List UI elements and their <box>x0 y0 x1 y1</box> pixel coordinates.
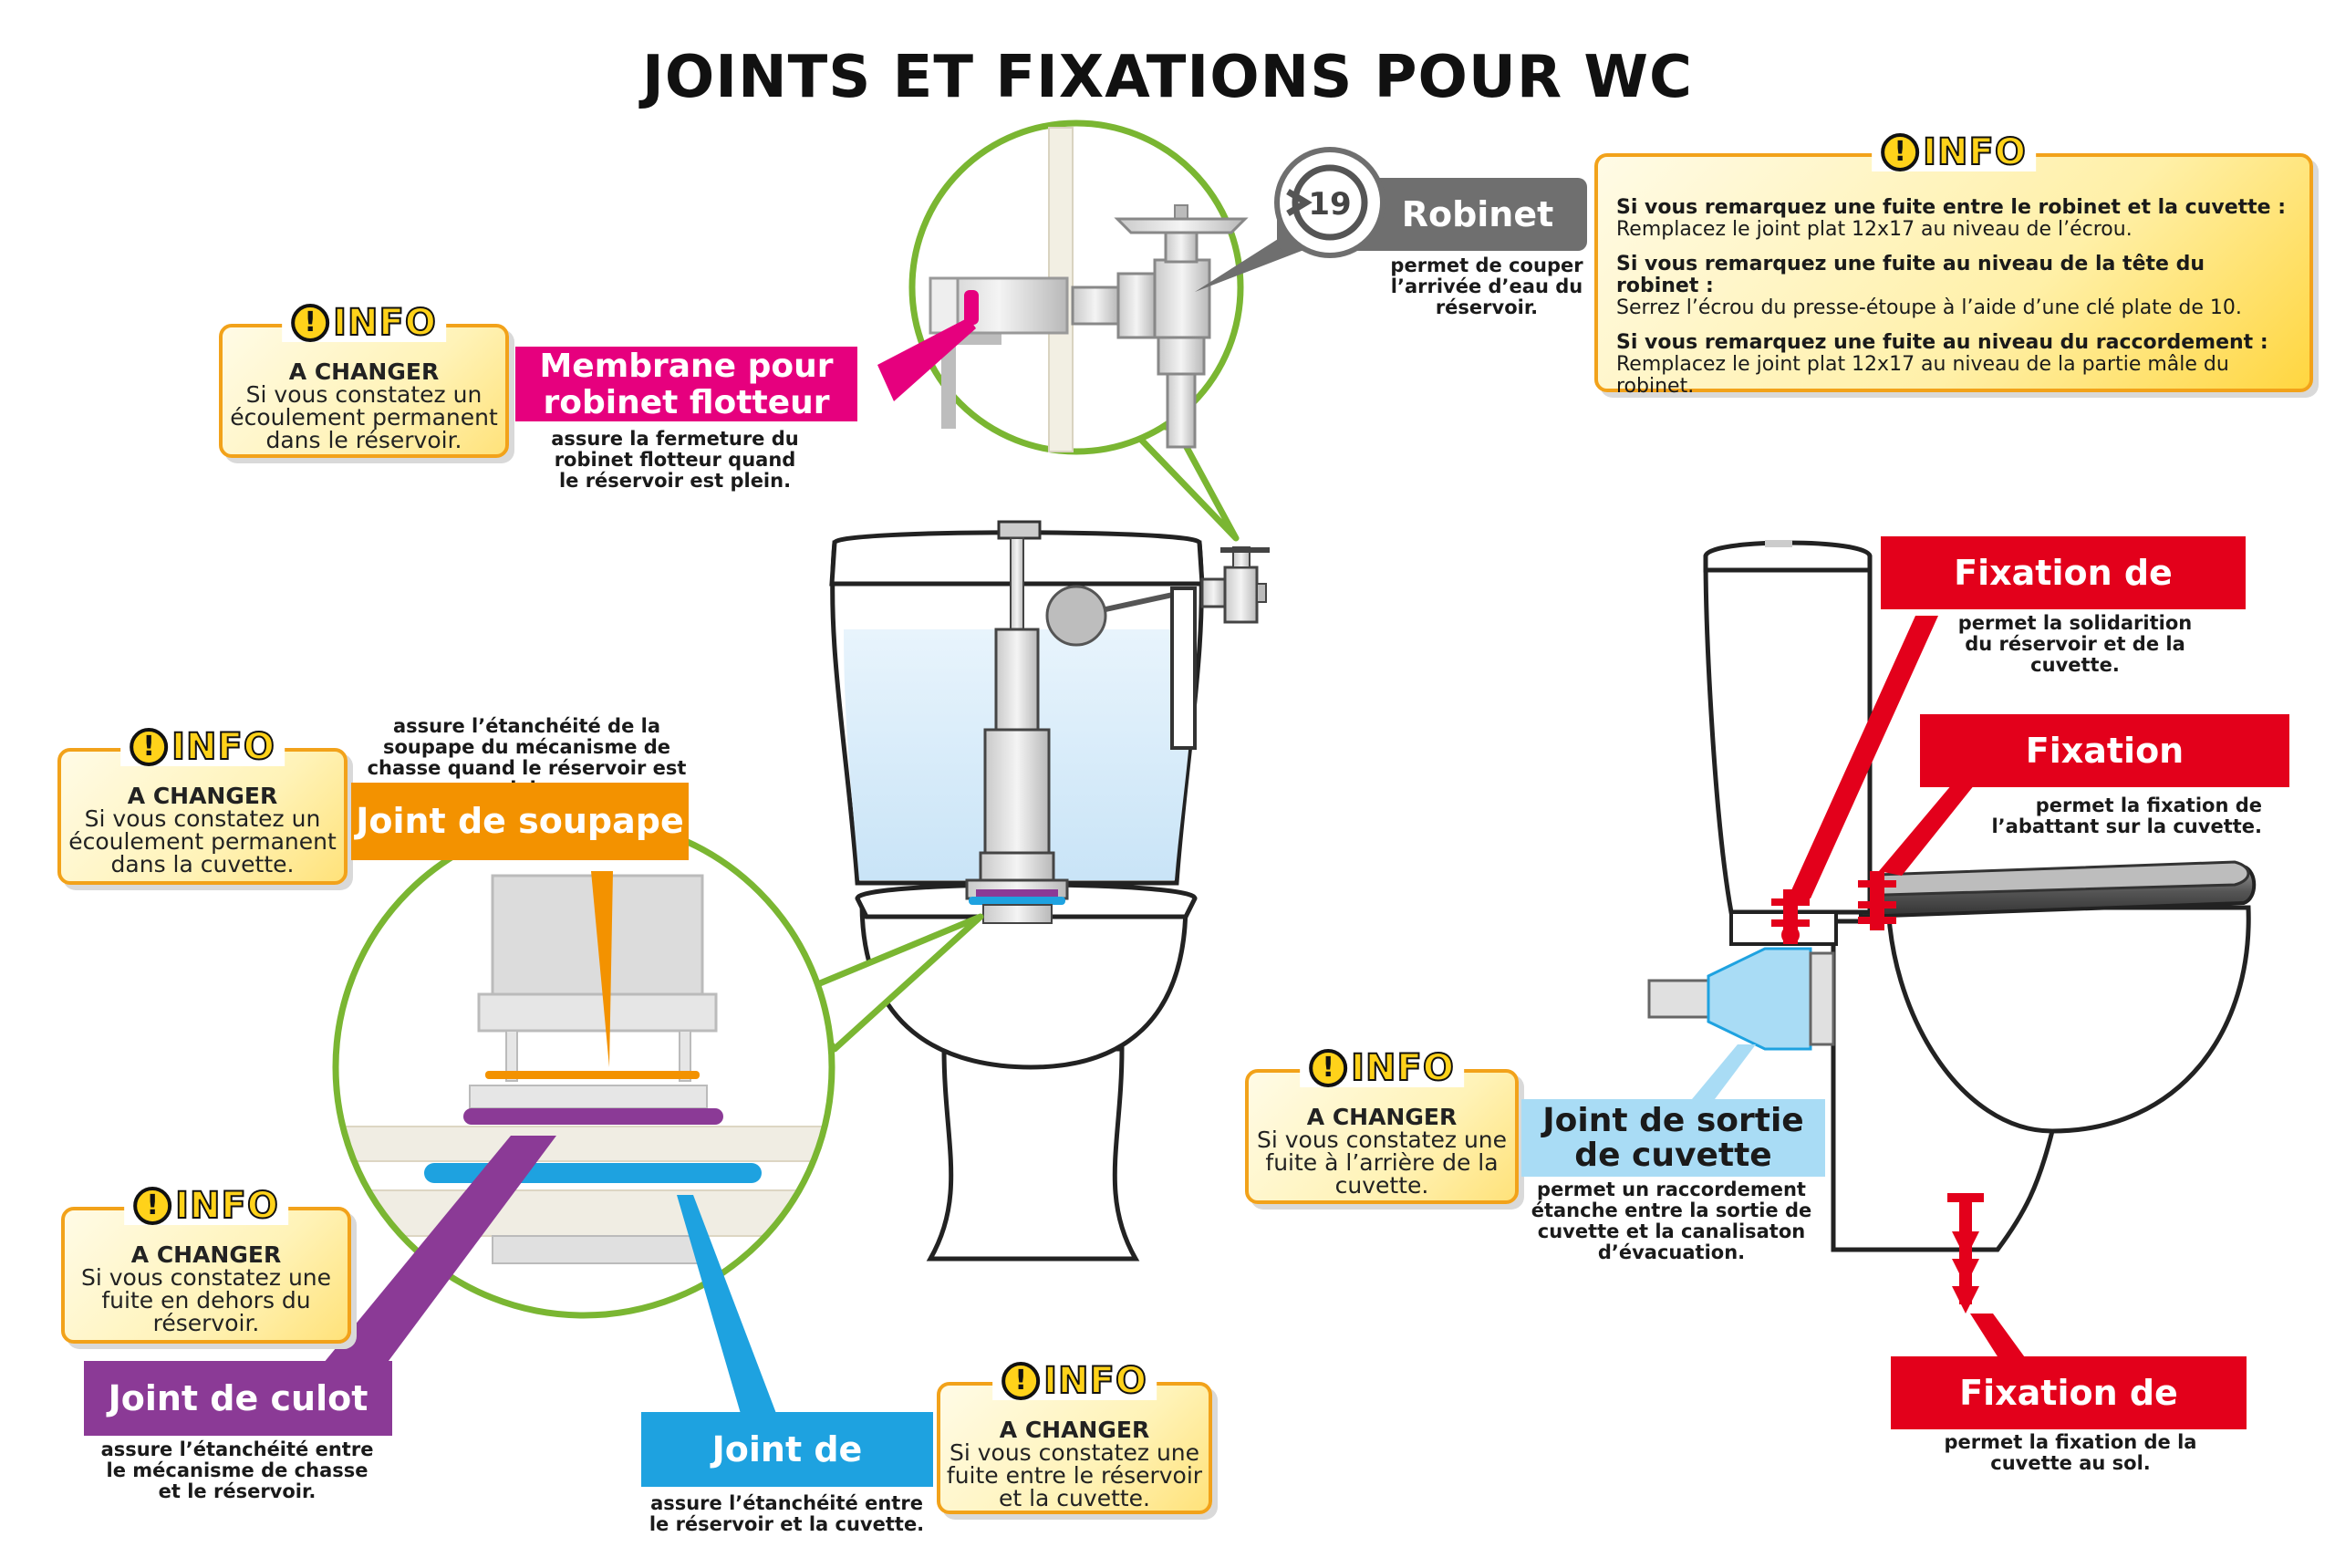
robinet-info-item: Si vous remarquez une fuite au niveau de… <box>1616 253 2242 319</box>
exclamation-icon: ! <box>133 1187 172 1225</box>
membrane-label: Membrane pour robinet flotteur <box>515 347 857 421</box>
robinet-zoom-callout <box>908 119 1249 542</box>
robinet-info-box: ! INFO Si vous remarquez une fuite entre… <box>1594 133 2313 398</box>
exclamation-icon: ! <box>1309 1049 1348 1087</box>
joint-zoom-callout <box>319 815 984 1423</box>
fix-abattant-description: permet la fixation de l’abattant sur la … <box>1991 794 2262 837</box>
robinet-info-item: Si vous remarquez une fuite au niveau du… <box>1616 331 2268 398</box>
robinet-description: permet de couper l’arrivée d’eau du rése… <box>1390 254 1583 318</box>
sortie-info-box: ! INFO A CHANGER Si vous constatez une f… <box>1245 1049 1519 1204</box>
sortie-label: Joint de sortie de cuvette <box>1521 1099 1825 1177</box>
cuvette-joint-label: Joint de cuvette <box>641 1412 933 1544</box>
culot-description: assure l’étanchéité entre le mécanisme d… <box>100 1438 374 1502</box>
info-badge: ! INFO <box>124 1187 288 1225</box>
page-title: JOINTS ET FIXATIONS POUR WC <box>642 44 1693 111</box>
soupape-info-box: ! INFO A CHANGER Si vous constatez un éc… <box>57 728 348 885</box>
center-toilet <box>829 520 1270 1262</box>
exclamation-icon: ! <box>1001 1362 1041 1400</box>
side-toilet <box>1647 540 2257 1364</box>
info-badge: ! INFO <box>120 728 285 766</box>
culot-label: Joint de culot <box>84 1361 392 1436</box>
sortie-description: permet un raccordement étanche entre la … <box>1531 1179 1812 1263</box>
cuvette-joint-description: assure l’étanchéité entre le réservoir e… <box>649 1492 925 1535</box>
wrench-size: 19 <box>1308 186 1352 223</box>
fix-cuvette-description: permet la fixation de la cuvette au sol. <box>1944 1431 2197 1474</box>
fix-abattant-label: Fixation d’abattant <box>1920 714 2289 844</box>
soupape-label: Joint de soupape <box>351 783 689 860</box>
exclamation-icon: ! <box>130 728 169 766</box>
membrane-info-box: ! INFO A CHANGER Si vous constatez un éc… <box>219 304 509 458</box>
info-word: INFO <box>1922 131 2027 173</box>
info-badge: ! INFO <box>992 1362 1157 1400</box>
membrane-pointer <box>877 317 976 401</box>
exclamation-icon: ! <box>291 304 330 342</box>
robinet-tag <box>1195 147 1587 292</box>
culot-info-box: ! INFO A CHANGER Si vous constatez une f… <box>61 1187 351 1344</box>
info-badge: ! INFO <box>282 304 446 342</box>
info-badge: ! INFO <box>1872 133 2036 171</box>
fix-cuvette-label: Fixation de cuvette <box>1891 1356 2247 1486</box>
cuvette-joint-info-box: ! INFO A CHANGER Si vous constatez une f… <box>937 1362 1212 1514</box>
robinet-info-item: Si vous remarquez une fuite entre le rob… <box>1616 196 2287 241</box>
exclamation-icon: ! <box>1881 133 1920 171</box>
robinet-label: Robinet <box>1401 194 1554 234</box>
fix-reservoir-label: Fixation de réservoir <box>1881 536 2246 666</box>
membrane-description: assure la fermeture du robinet flotteur … <box>551 428 799 492</box>
fix-reservoir-description: permet la solidarition du réservoir et d… <box>1957 612 2193 676</box>
info-badge: ! INFO <box>1300 1049 1464 1087</box>
